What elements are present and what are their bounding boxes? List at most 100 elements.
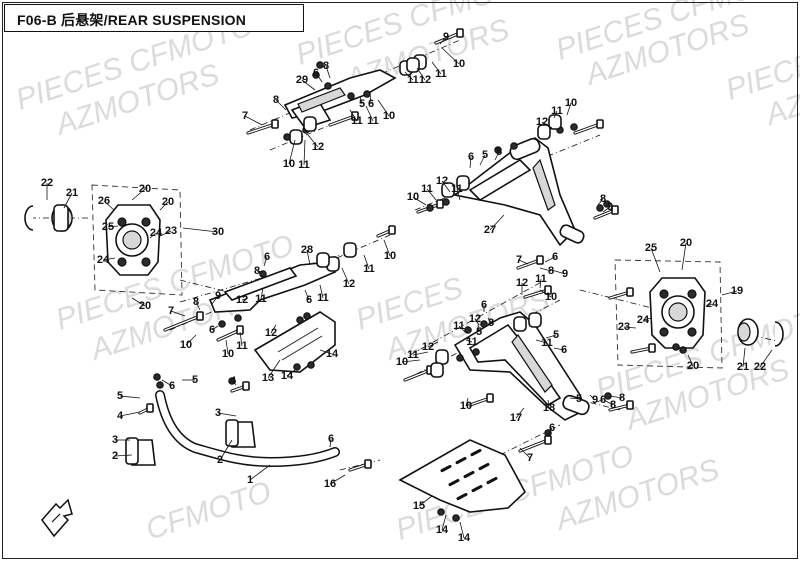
bolt-head (611, 205, 619, 215)
callout-leader (232, 380, 237, 386)
nut (472, 348, 480, 356)
callout-number-15: 15 (413, 500, 425, 512)
callout-leader (195, 301, 201, 311)
callout-number-10: 10 (396, 356, 408, 368)
callout-leader (494, 151, 500, 161)
callout-leader (369, 93, 372, 105)
callout-leader (341, 267, 350, 285)
front-arrow-icon (41, 498, 73, 538)
callout-number-16: 16 (324, 478, 336, 490)
bushing (430, 362, 444, 378)
callout-leader (650, 247, 661, 273)
nut (603, 200, 611, 208)
callout-number-11: 11 (551, 105, 563, 117)
callout-leader (759, 349, 773, 368)
callout-leader (441, 180, 451, 193)
bolt-head (388, 225, 396, 235)
title-code: F06-B (17, 12, 57, 28)
callout-number-12: 12 (436, 175, 448, 187)
callout-number-24: 24 (637, 314, 650, 326)
bolt-highlight (524, 289, 549, 298)
upper-arm-right (453, 137, 585, 247)
callout-leader (412, 351, 429, 356)
callout-number-27: 27 (484, 224, 496, 236)
callout-leader (539, 278, 542, 289)
bolt-head (364, 459, 372, 469)
callout-number-22: 22 (41, 177, 53, 189)
callout-number-25: 25 (645, 242, 657, 254)
callout-number-11: 11 (351, 115, 363, 127)
nut (156, 381, 164, 389)
left-knuckle-group-outline (91, 184, 183, 296)
callout-leader (365, 105, 374, 122)
callout-leader (363, 254, 370, 270)
nut (296, 316, 304, 324)
callout-leader (307, 134, 319, 148)
callout-leader (721, 290, 738, 296)
callout-leader (161, 379, 173, 387)
callout-number-12: 12 (469, 313, 481, 325)
bolt-highlight (519, 439, 549, 452)
bolt-highlight (404, 369, 431, 381)
callout-leader (458, 325, 466, 333)
skid-plate-slot (455, 456, 467, 465)
leader-lines (46, 36, 773, 539)
callout-number-20: 20 (162, 196, 174, 208)
callout-number-3: 3 (112, 434, 118, 446)
callout-leader (149, 232, 157, 239)
callout-leader (412, 196, 427, 206)
callout-leader (185, 334, 197, 346)
callout-leader (687, 354, 694, 367)
callout-leader (225, 339, 229, 355)
lower-arm-right (453, 311, 590, 421)
callout-leader (539, 267, 552, 272)
bolt-head (486, 393, 494, 403)
callout-leader (263, 256, 268, 267)
bolt-highlight (574, 123, 601, 134)
callout-leader (306, 249, 311, 266)
callout-number-11: 11 (317, 292, 329, 304)
callout-leader (597, 198, 604, 206)
bolt-head (456, 28, 464, 38)
callout-number-20: 20 (687, 360, 699, 372)
skid-plate-slot (471, 484, 483, 493)
callout-leader (170, 310, 186, 317)
skid-plate-left (253, 311, 336, 373)
nut (153, 373, 161, 381)
callout-number-30: 30 (212, 226, 224, 238)
callout-leader (515, 407, 525, 419)
callout-leader (541, 121, 553, 129)
nut (234, 314, 242, 322)
bolt-head (271, 119, 279, 129)
callout-leader (416, 67, 426, 81)
callout-number-6: 6 (481, 299, 487, 311)
callout-number-20: 20 (139, 300, 151, 312)
callout-leader (219, 439, 233, 461)
callout-leader (551, 269, 566, 275)
callout-number-8: 8 (193, 296, 199, 308)
bolt-highlight (164, 315, 201, 331)
callout-number-3: 3 (215, 407, 221, 419)
callout-leader (595, 399, 604, 403)
bolt-head (536, 255, 544, 265)
nut (426, 204, 434, 212)
skid-plate-slot (456, 492, 468, 501)
bushing (456, 175, 470, 191)
callout-number-18: 18 (543, 402, 555, 414)
callout-leader (329, 474, 346, 485)
skid-plate-slot (448, 478, 460, 487)
callout-number-12: 12 (312, 141, 324, 153)
callout-number-10: 10 (460, 400, 472, 412)
callout-leader (239, 331, 243, 347)
callout-leader (401, 359, 421, 363)
callout-leader (244, 115, 263, 126)
callout-number-6: 6 (306, 294, 312, 306)
callout-number-10: 10 (383, 110, 395, 122)
callout-leader (553, 347, 565, 351)
callout-number-9: 9 (607, 201, 613, 213)
callout-leader (119, 395, 141, 399)
callout-number-2: 2 (112, 450, 118, 462)
stabilizer-bushing-right (225, 419, 256, 448)
title-english: /REAR SUSPENSION (103, 12, 247, 28)
